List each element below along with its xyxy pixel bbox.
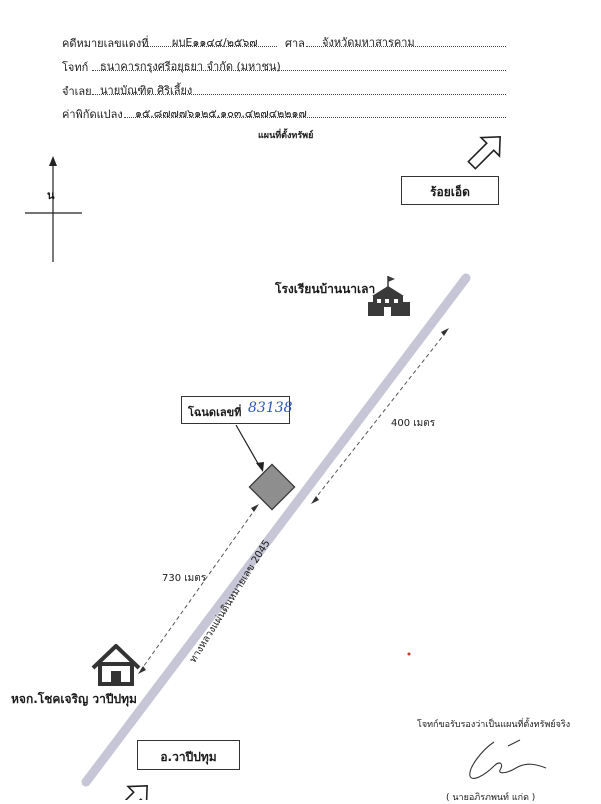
deed-number: 83138 bbox=[248, 400, 293, 416]
district-label: อ.วาปีปทุม bbox=[160, 750, 217, 764]
red-mark bbox=[407, 652, 411, 656]
defendant-dotline bbox=[92, 94, 506, 95]
plaintiff-dotline bbox=[92, 70, 506, 71]
school-building-icon bbox=[368, 276, 410, 316]
defendant-label: จำเลย bbox=[62, 85, 92, 98]
north-compass bbox=[25, 156, 82, 262]
court-label: ศาล bbox=[285, 37, 305, 50]
signature bbox=[469, 739, 547, 779]
coord-value: ๑๕.๘๗๗๗๖๑๒๕,๑๐๓.๔๒๗๔๒๒๑๗ bbox=[135, 107, 307, 120]
bottom-direction-arrow-icon bbox=[114, 785, 148, 800]
plaintiff-name: ธนาคารกรุงศรีอยุธยา จำกัด (มหาชน) bbox=[100, 60, 281, 73]
map-title: แผนที่ตั้งทรัพย์ bbox=[258, 131, 314, 141]
coord-dotline bbox=[124, 117, 506, 118]
house-icon bbox=[91, 644, 141, 686]
case-dotline bbox=[145, 46, 277, 47]
case-label: คดีหมายเลขแดงที่ bbox=[62, 37, 149, 50]
north-label: น bbox=[47, 189, 55, 202]
highway-2045-road bbox=[81, 273, 471, 787]
house-label: หจก.โชคเจริญ วาปีปทุม bbox=[11, 692, 137, 706]
roiet-label: ร้อยเอ็ด bbox=[430, 185, 470, 199]
property-parcel bbox=[248, 463, 296, 511]
district-box: อ.วาปีปทุม bbox=[137, 740, 240, 770]
plaintiff-label: โจทก์ bbox=[62, 61, 89, 74]
roiet-box: ร้อยเอ็ด bbox=[401, 176, 499, 205]
deed-pointer-line bbox=[235, 424, 261, 468]
roiet-direction-arrow-icon bbox=[467, 136, 501, 170]
case-number: ผบE๑๑๔๔/๒๕๖๗ bbox=[172, 36, 258, 49]
north-arrow-icon bbox=[49, 156, 57, 166]
court-name: จังหวัดมหาสารคาม bbox=[322, 36, 415, 49]
defendant-name: นายบัณฑิต ศิริเลี้ยง bbox=[100, 84, 193, 97]
coord-label: ค่าพิกัดแปลง bbox=[62, 108, 123, 121]
distance-730-line bbox=[140, 507, 257, 671]
distance-730-label: 730 เมตร bbox=[162, 573, 207, 584]
distance-400-line bbox=[313, 331, 447, 501]
certify-text: โจทก์ขอรับรองว่าเป็นแผนที่ตั้งทรัพย์จริง bbox=[417, 720, 571, 730]
signer-name: ( นายอภิรภพนท์ แก่ด ) bbox=[446, 793, 536, 803]
school-label: โรงเรียนบ้านนาเลา bbox=[275, 282, 376, 296]
distance-400-label: 400 เมตร bbox=[391, 418, 436, 429]
deed-label: โฉนดเลขที่ bbox=[188, 406, 242, 419]
court-dotline bbox=[306, 46, 506, 47]
deed-box: โฉนดเลขที่ 83138 bbox=[181, 396, 293, 424]
